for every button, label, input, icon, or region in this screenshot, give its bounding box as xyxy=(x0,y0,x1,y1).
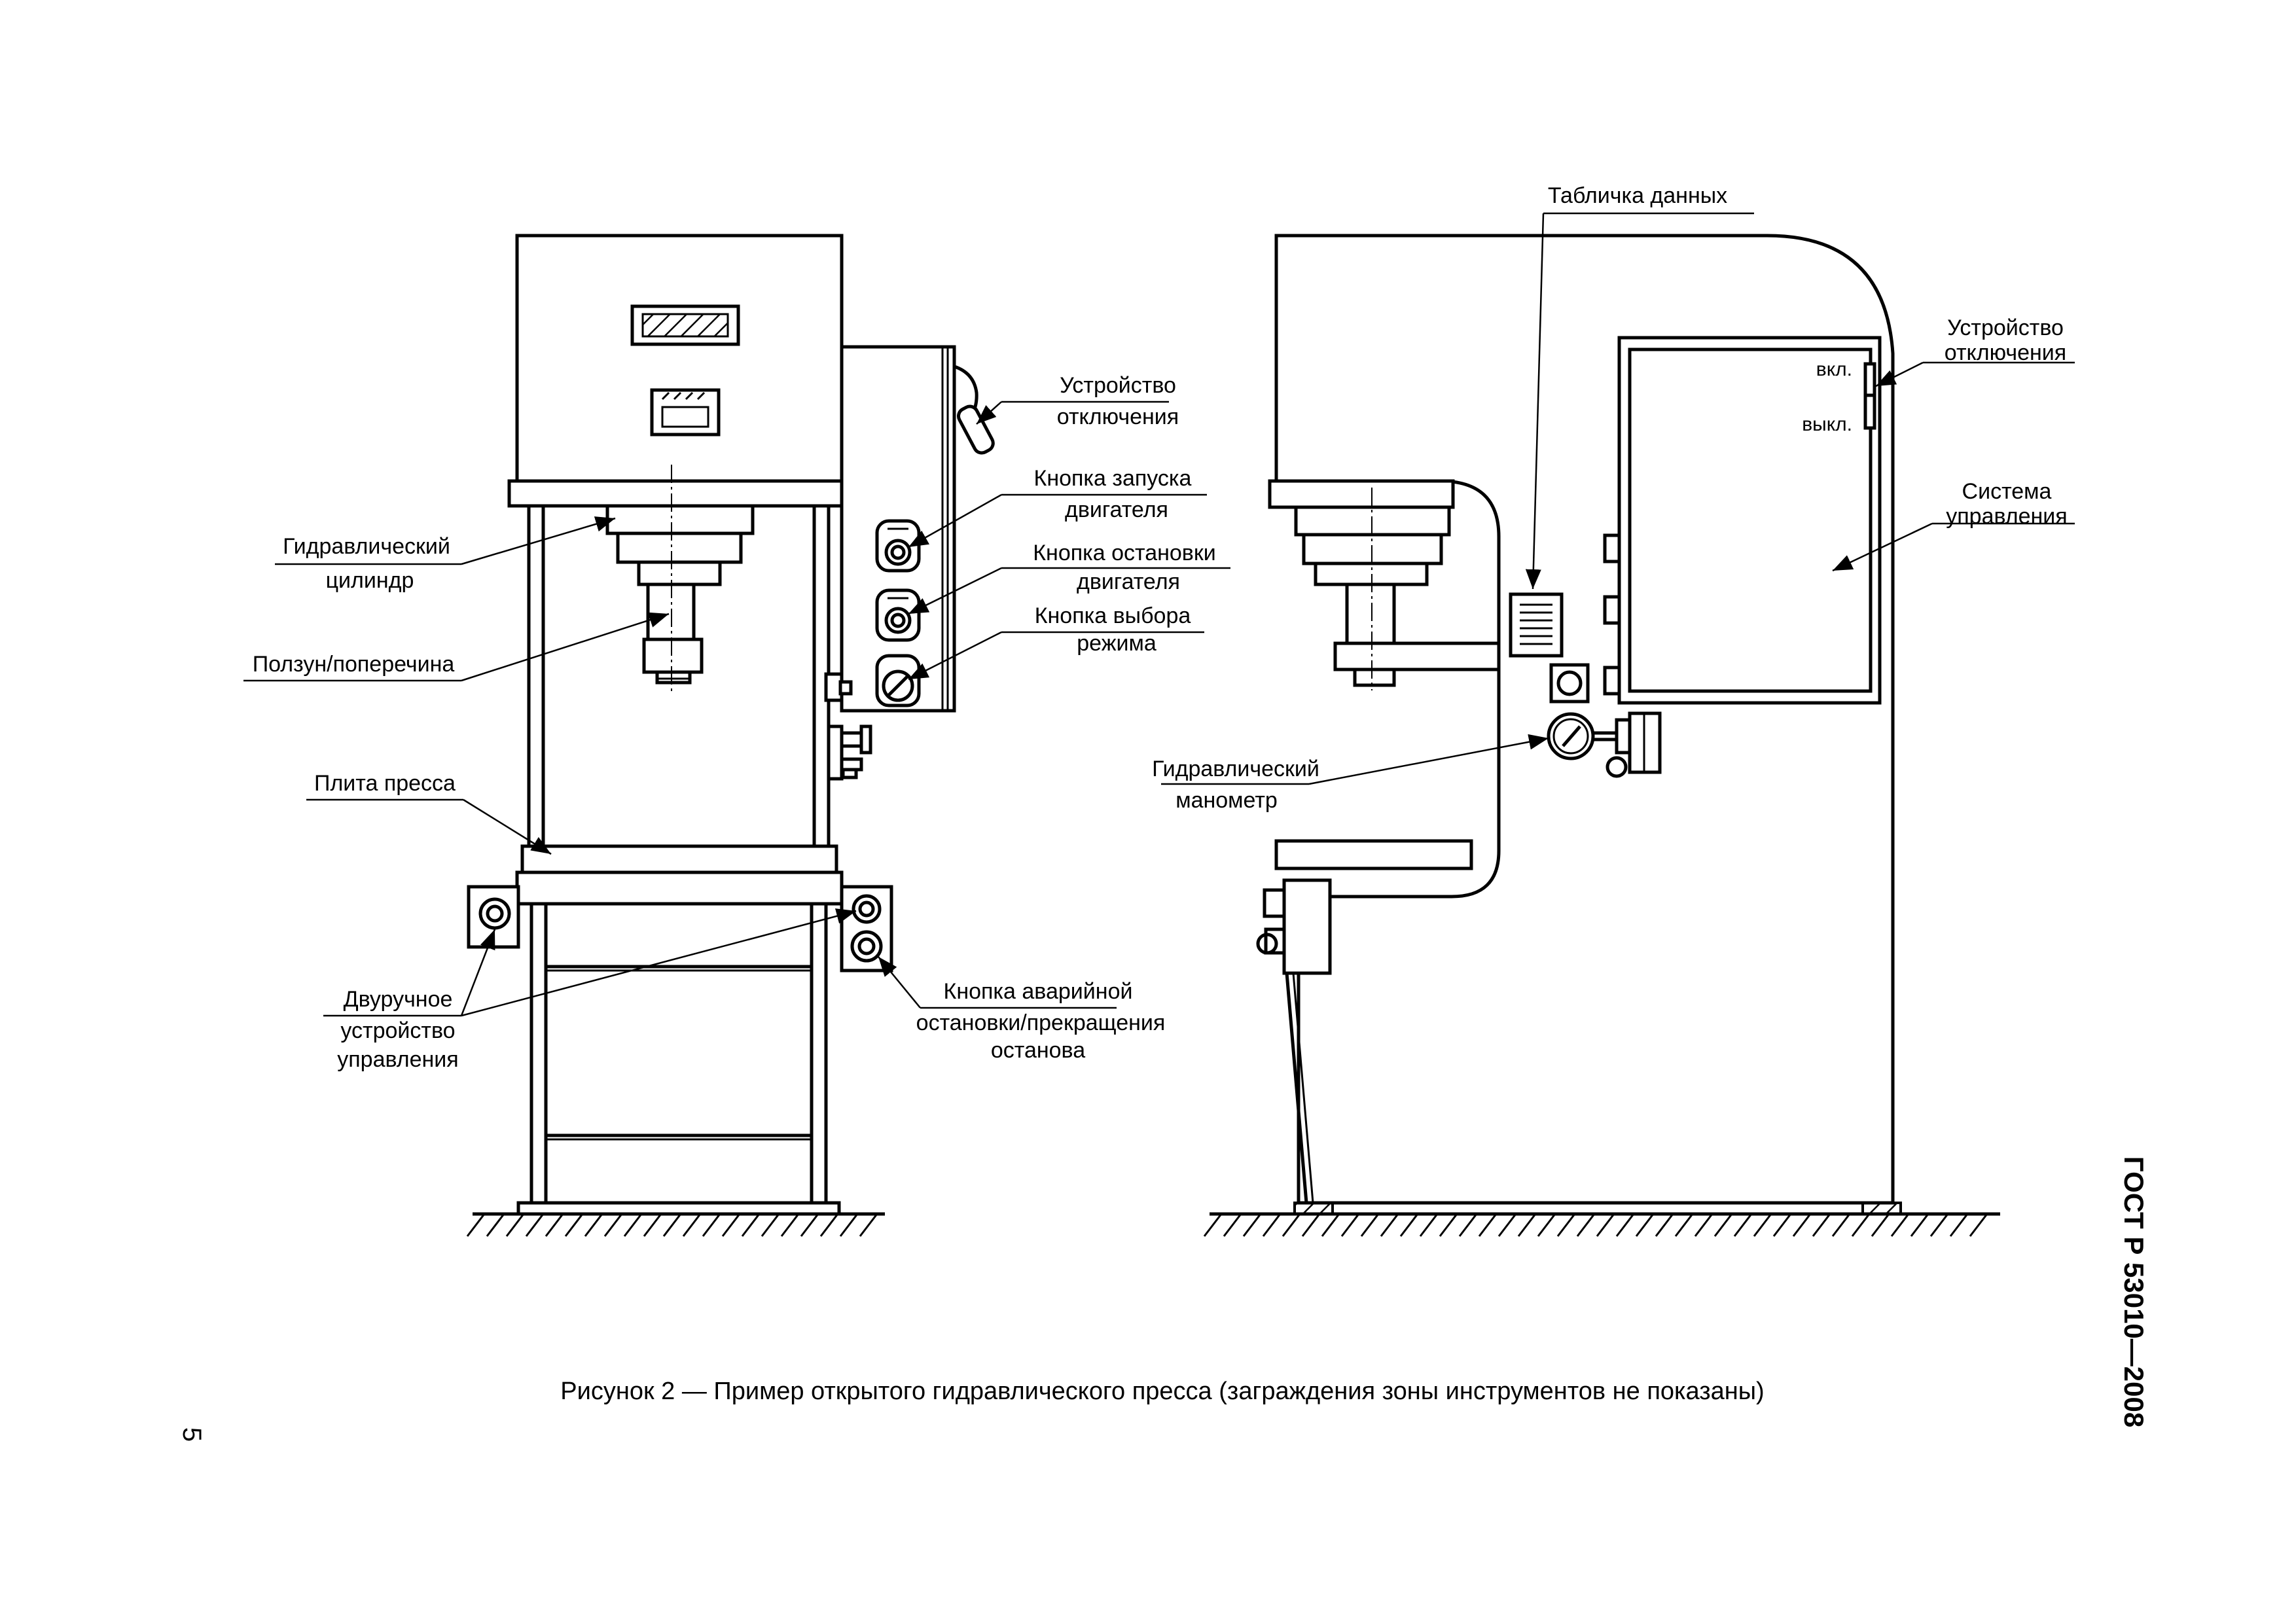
column-left xyxy=(527,504,545,848)
press-plate xyxy=(520,844,838,874)
label-motor-stop-line2: двигателя xyxy=(1077,569,1180,594)
label-disconnect-left-line2: отключения xyxy=(1057,404,1179,429)
side-view-press xyxy=(1203,234,2000,1237)
control-system-cabinet xyxy=(1603,336,1882,705)
label-mode-select-line1: Кнопка выбора xyxy=(1035,603,1191,628)
label-disconnect-right-line1: Устройство xyxy=(1947,315,2064,340)
page-number: 5 xyxy=(177,1427,206,1442)
label-control-system: Система управления xyxy=(1832,479,2075,572)
label-pressure-gauge-line2: манометр xyxy=(1175,788,1278,813)
ground-right xyxy=(1203,1202,2000,1237)
label-emergency-stop-line3: останова xyxy=(991,1038,1085,1063)
label-motor-start-line2: двигателя xyxy=(1065,497,1168,522)
two-hand-control-right-box xyxy=(840,885,893,972)
two-hand-control-left-box xyxy=(467,885,520,949)
label-press-plate-text: Плита пресса xyxy=(314,771,456,796)
label-disconnect-left: Устройство отключения xyxy=(976,373,1179,429)
hydraulic-cylinder-front xyxy=(605,465,755,694)
label-slider-crossbar: Ползун/поперечина xyxy=(243,612,670,682)
label-slider-crossbar-text: Ползун/поперечина xyxy=(253,652,455,677)
label-motor-start: Кнопка запуска двигателя xyxy=(908,466,1207,548)
data-plate xyxy=(1509,592,1564,658)
label-mode-select-line2: режима xyxy=(1077,631,1157,656)
label-disconnect-right-line2: отключения xyxy=(1945,340,2066,365)
hydraulic-cylinder-side xyxy=(1294,488,1501,690)
label-disconnect-right: Устройство отключения xyxy=(1875,315,2075,387)
label-mode-select: Кнопка выбора режима xyxy=(908,603,1204,681)
switch-on-label: вкл. xyxy=(1816,359,1852,380)
label-emergency-stop-line2: остановки/прекращения xyxy=(916,1010,1166,1035)
pressure-gauge xyxy=(1547,711,1662,778)
label-motor-start-line1: Кнопка запуска xyxy=(1034,466,1192,491)
label-two-hand-control-line3: управления xyxy=(337,1047,458,1072)
label-emergency-stop-line1: Кнопка аварийной xyxy=(944,979,1133,1004)
label-emergency-stop: Кнопка аварийной остановки/прекращения о… xyxy=(878,956,1166,1063)
label-two-hand-control-line2: устройство xyxy=(340,1018,455,1043)
label-two-hand-control: Двуручное устройство управления xyxy=(323,908,857,1072)
side-press-table xyxy=(1274,839,1473,870)
label-disconnect-left-line1: Устройство xyxy=(1060,373,1176,398)
switch-off-label: выкл. xyxy=(1802,414,1852,435)
label-control-system-line2: управления xyxy=(1946,504,2067,529)
label-hydraulic-cylinder-line2: цилиндр xyxy=(326,568,414,593)
label-pressure-gauge: Гидравлический манометр xyxy=(1152,734,1549,813)
label-motor-stop-line1: Кнопка остановки xyxy=(1033,541,1216,565)
label-motor-stop: Кнопка остановки двигателя xyxy=(908,541,1230,615)
side-pedal-box xyxy=(1256,878,1332,1204)
label-pressure-gauge-line1: Гидравлический xyxy=(1152,757,1319,781)
label-data-plate: Табличка данных xyxy=(1525,183,1754,590)
press-bed xyxy=(515,870,844,906)
press-head xyxy=(515,234,844,483)
label-hydraulic-cylinder-line1: Гидравлический xyxy=(283,534,450,559)
label-two-hand-control-line1: Двуручное xyxy=(344,987,453,1012)
label-press-plate: Плита пресса xyxy=(306,771,552,855)
label-control-system-line1: Система xyxy=(1962,479,2052,504)
figure-caption: Рисунок 2 — Пример открытого гидравличес… xyxy=(560,1378,1764,1405)
ground-left xyxy=(466,1201,885,1237)
standard-designation: ГОСТ Р 53010—2008 xyxy=(2119,1156,2149,1427)
side-control-cabinet xyxy=(824,345,995,781)
label-data-plate-text: Табличка данных xyxy=(1548,183,1727,208)
label-hydraulic-cylinder: Гидравлический цилиндр xyxy=(275,516,616,593)
front-view-press xyxy=(466,234,995,1237)
